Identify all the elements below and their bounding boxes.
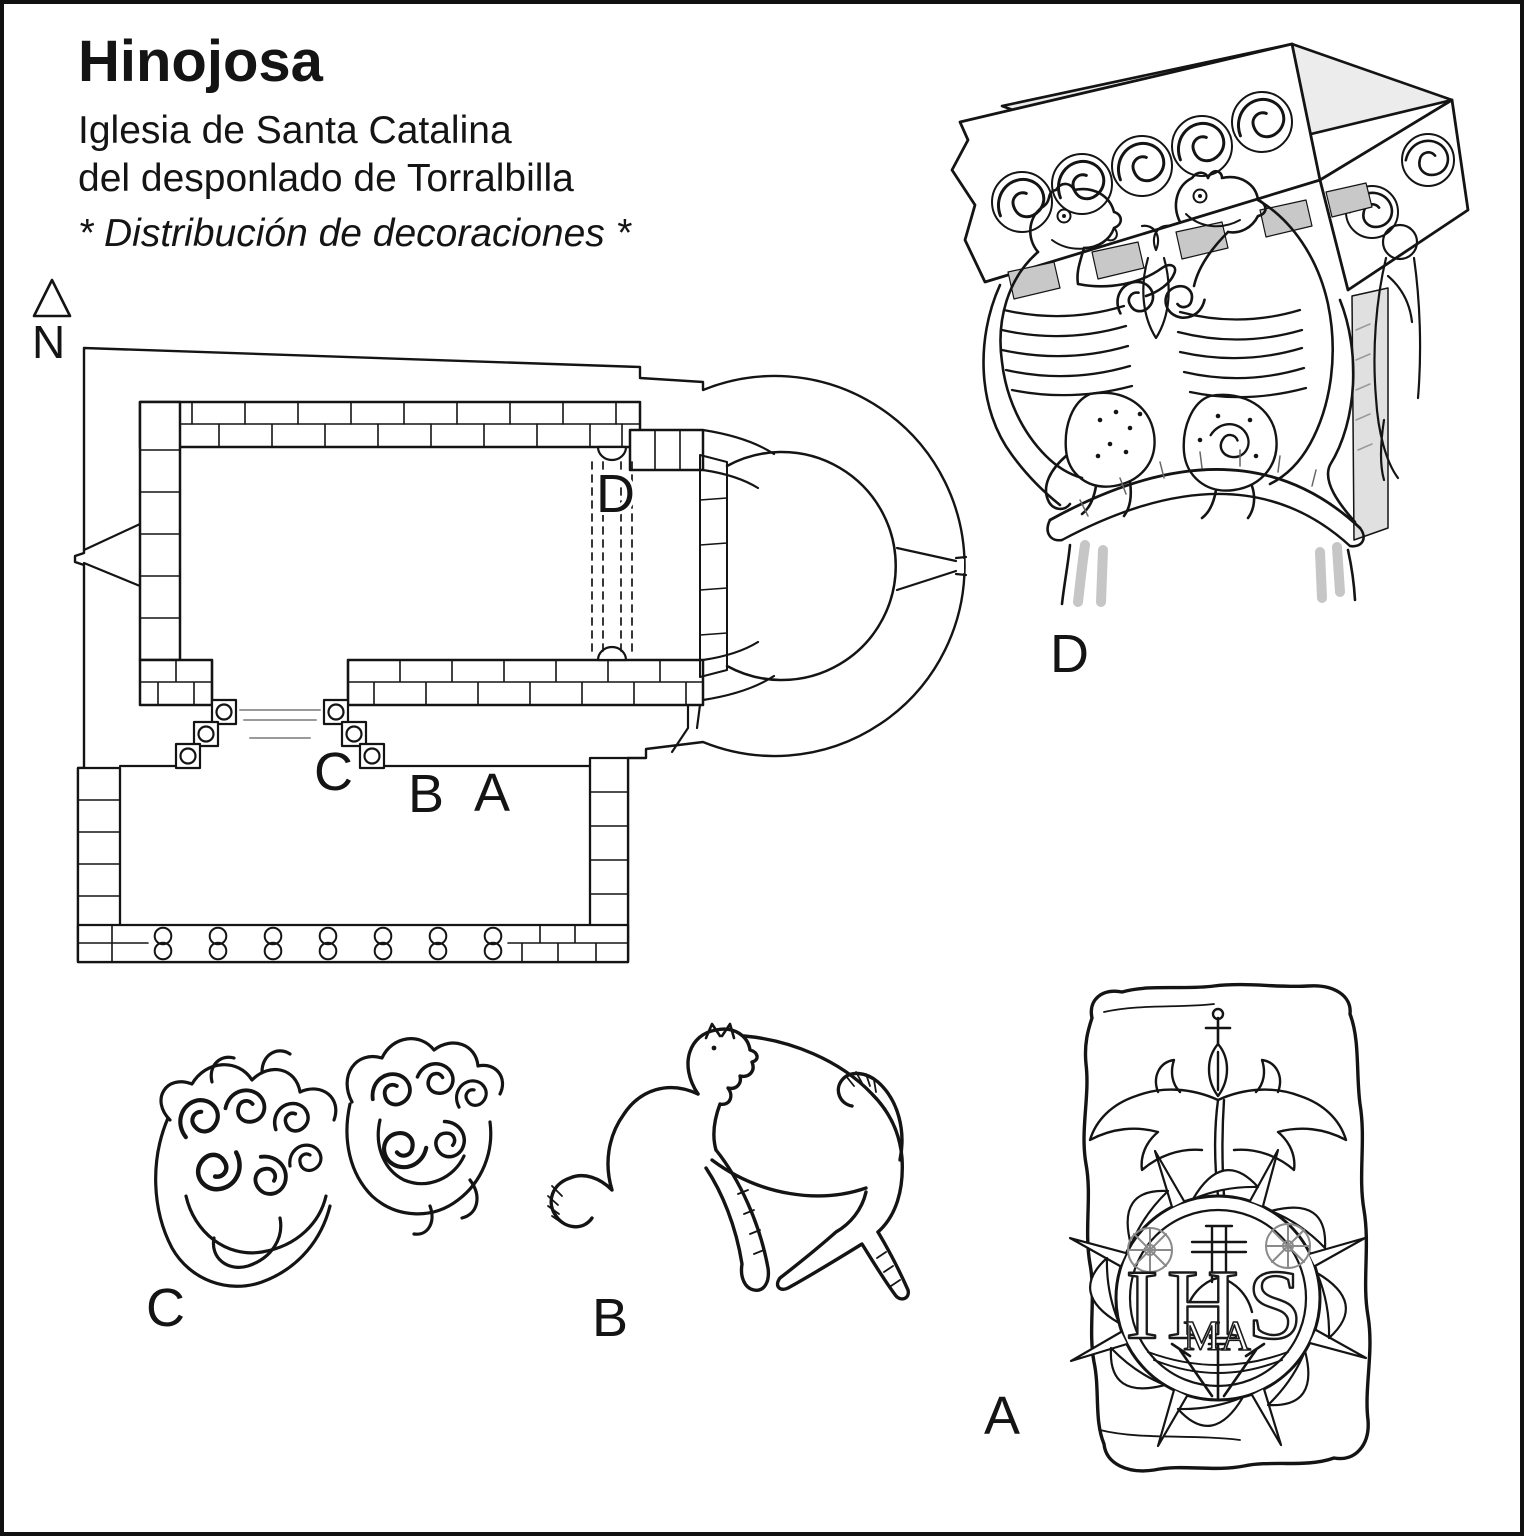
- capital-illustration-d: [950, 42, 1470, 607]
- ma-monogram: MA: [1183, 1314, 1251, 1360]
- stone-crown: [1088, 1007, 1348, 1198]
- subtitle-line-2: del desponlado de Torralbilla: [78, 156, 574, 200]
- south-portal: [174, 658, 386, 770]
- north-arrow-icon: [32, 278, 72, 318]
- central-palmette: [1110, 224, 1208, 340]
- capital-label: D: [1050, 624, 1089, 684]
- portico-colonnade: [153, 926, 503, 961]
- plan-label-a: A: [474, 763, 510, 823]
- rosette-icons: [1127, 1223, 1311, 1273]
- stone-ray-spikes: [1068, 1148, 1368, 1448]
- stone-label: A: [984, 1386, 1020, 1446]
- page-title: Hinojosa: [78, 29, 323, 94]
- title-block: Hinojosa Iglesia de Santa Catalina del d…: [78, 30, 631, 256]
- left-feline: [999, 182, 1177, 518]
- ihs-monogram: IHS: [1125, 1249, 1310, 1360]
- stone-flame-blades: [1089, 1169, 1347, 1427]
- subtitle-line-1: Iglesia de Santa Catalina: [78, 108, 512, 152]
- foliage-label: C: [146, 1278, 185, 1338]
- stone-nails: [1147, 1342, 1289, 1400]
- stone-illustration-a: IHS MA: [1068, 982, 1372, 1473]
- chancel-arch: [591, 445, 633, 662]
- animal-label: B: [592, 1288, 628, 1348]
- plan-label-c: C: [314, 742, 353, 802]
- plan-label-d: D: [596, 464, 635, 524]
- right-feline: [1174, 169, 1334, 520]
- subtitle-line-3: * Distribución de decoraciones *: [78, 211, 631, 255]
- plan-label-b: B: [408, 764, 444, 824]
- animal-illustration-b: [547, 1022, 910, 1301]
- floor-plan: [73, 346, 968, 964]
- plan-outer-contour: [73, 346, 966, 964]
- north-label: N: [32, 316, 65, 368]
- foliage-illustration-c: [154, 1037, 505, 1288]
- stone-cross: [1184, 1224, 1254, 1314]
- corner-figure: [1355, 223, 1422, 482]
